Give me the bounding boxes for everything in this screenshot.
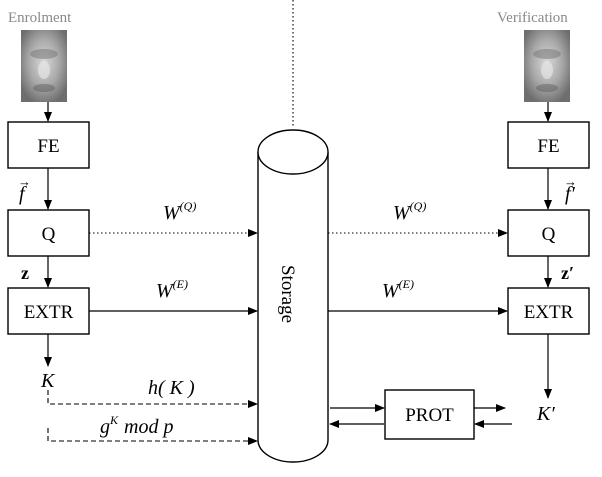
face-image-verification	[524, 30, 570, 102]
face-image-enrolment	[21, 30, 67, 102]
k-left: K	[40, 370, 56, 392]
vector-arrow-right: →	[564, 174, 577, 189]
fe-box-left	[7, 121, 90, 169]
hash-label: h( K )	[148, 377, 195, 399]
we-label-right: W(E)	[382, 277, 414, 302]
arrow-gk-to-storage	[47, 428, 258, 445]
fe-label-left: FE	[37, 136, 59, 157]
extr-label-right: EXTR	[524, 302, 574, 323]
storage-label: Storage	[277, 265, 298, 323]
extr-box-right	[507, 287, 590, 335]
z-right: z′	[561, 263, 574, 283]
wq-label-left: W(Q)	[163, 199, 196, 224]
extr-label-left: EXTR	[24, 302, 74, 323]
f-vector-left: f	[19, 183, 27, 205]
z-left: z	[21, 263, 29, 283]
q-label-left: Q	[42, 224, 56, 245]
q-box-right	[507, 209, 590, 257]
q-label-right: Q	[542, 224, 556, 245]
storage-cylinder	[257, 129, 329, 463]
arrow-hash-to-storage	[47, 390, 258, 408]
fe-label-right: FE	[537, 136, 559, 157]
fe-box-right	[507, 121, 590, 169]
verification-heading: Verification	[497, 10, 568, 26]
prot-label: PROT	[405, 405, 454, 426]
f-vector-right: f′	[565, 183, 576, 205]
vector-arrow-left: →	[18, 174, 31, 189]
wq-label-right: W(Q)	[393, 199, 426, 224]
prot-box	[384, 389, 475, 440]
we-label-left: W(E)	[156, 277, 188, 302]
enrolment-heading: Enrolment	[8, 10, 72, 26]
k-right: K′	[536, 403, 555, 425]
